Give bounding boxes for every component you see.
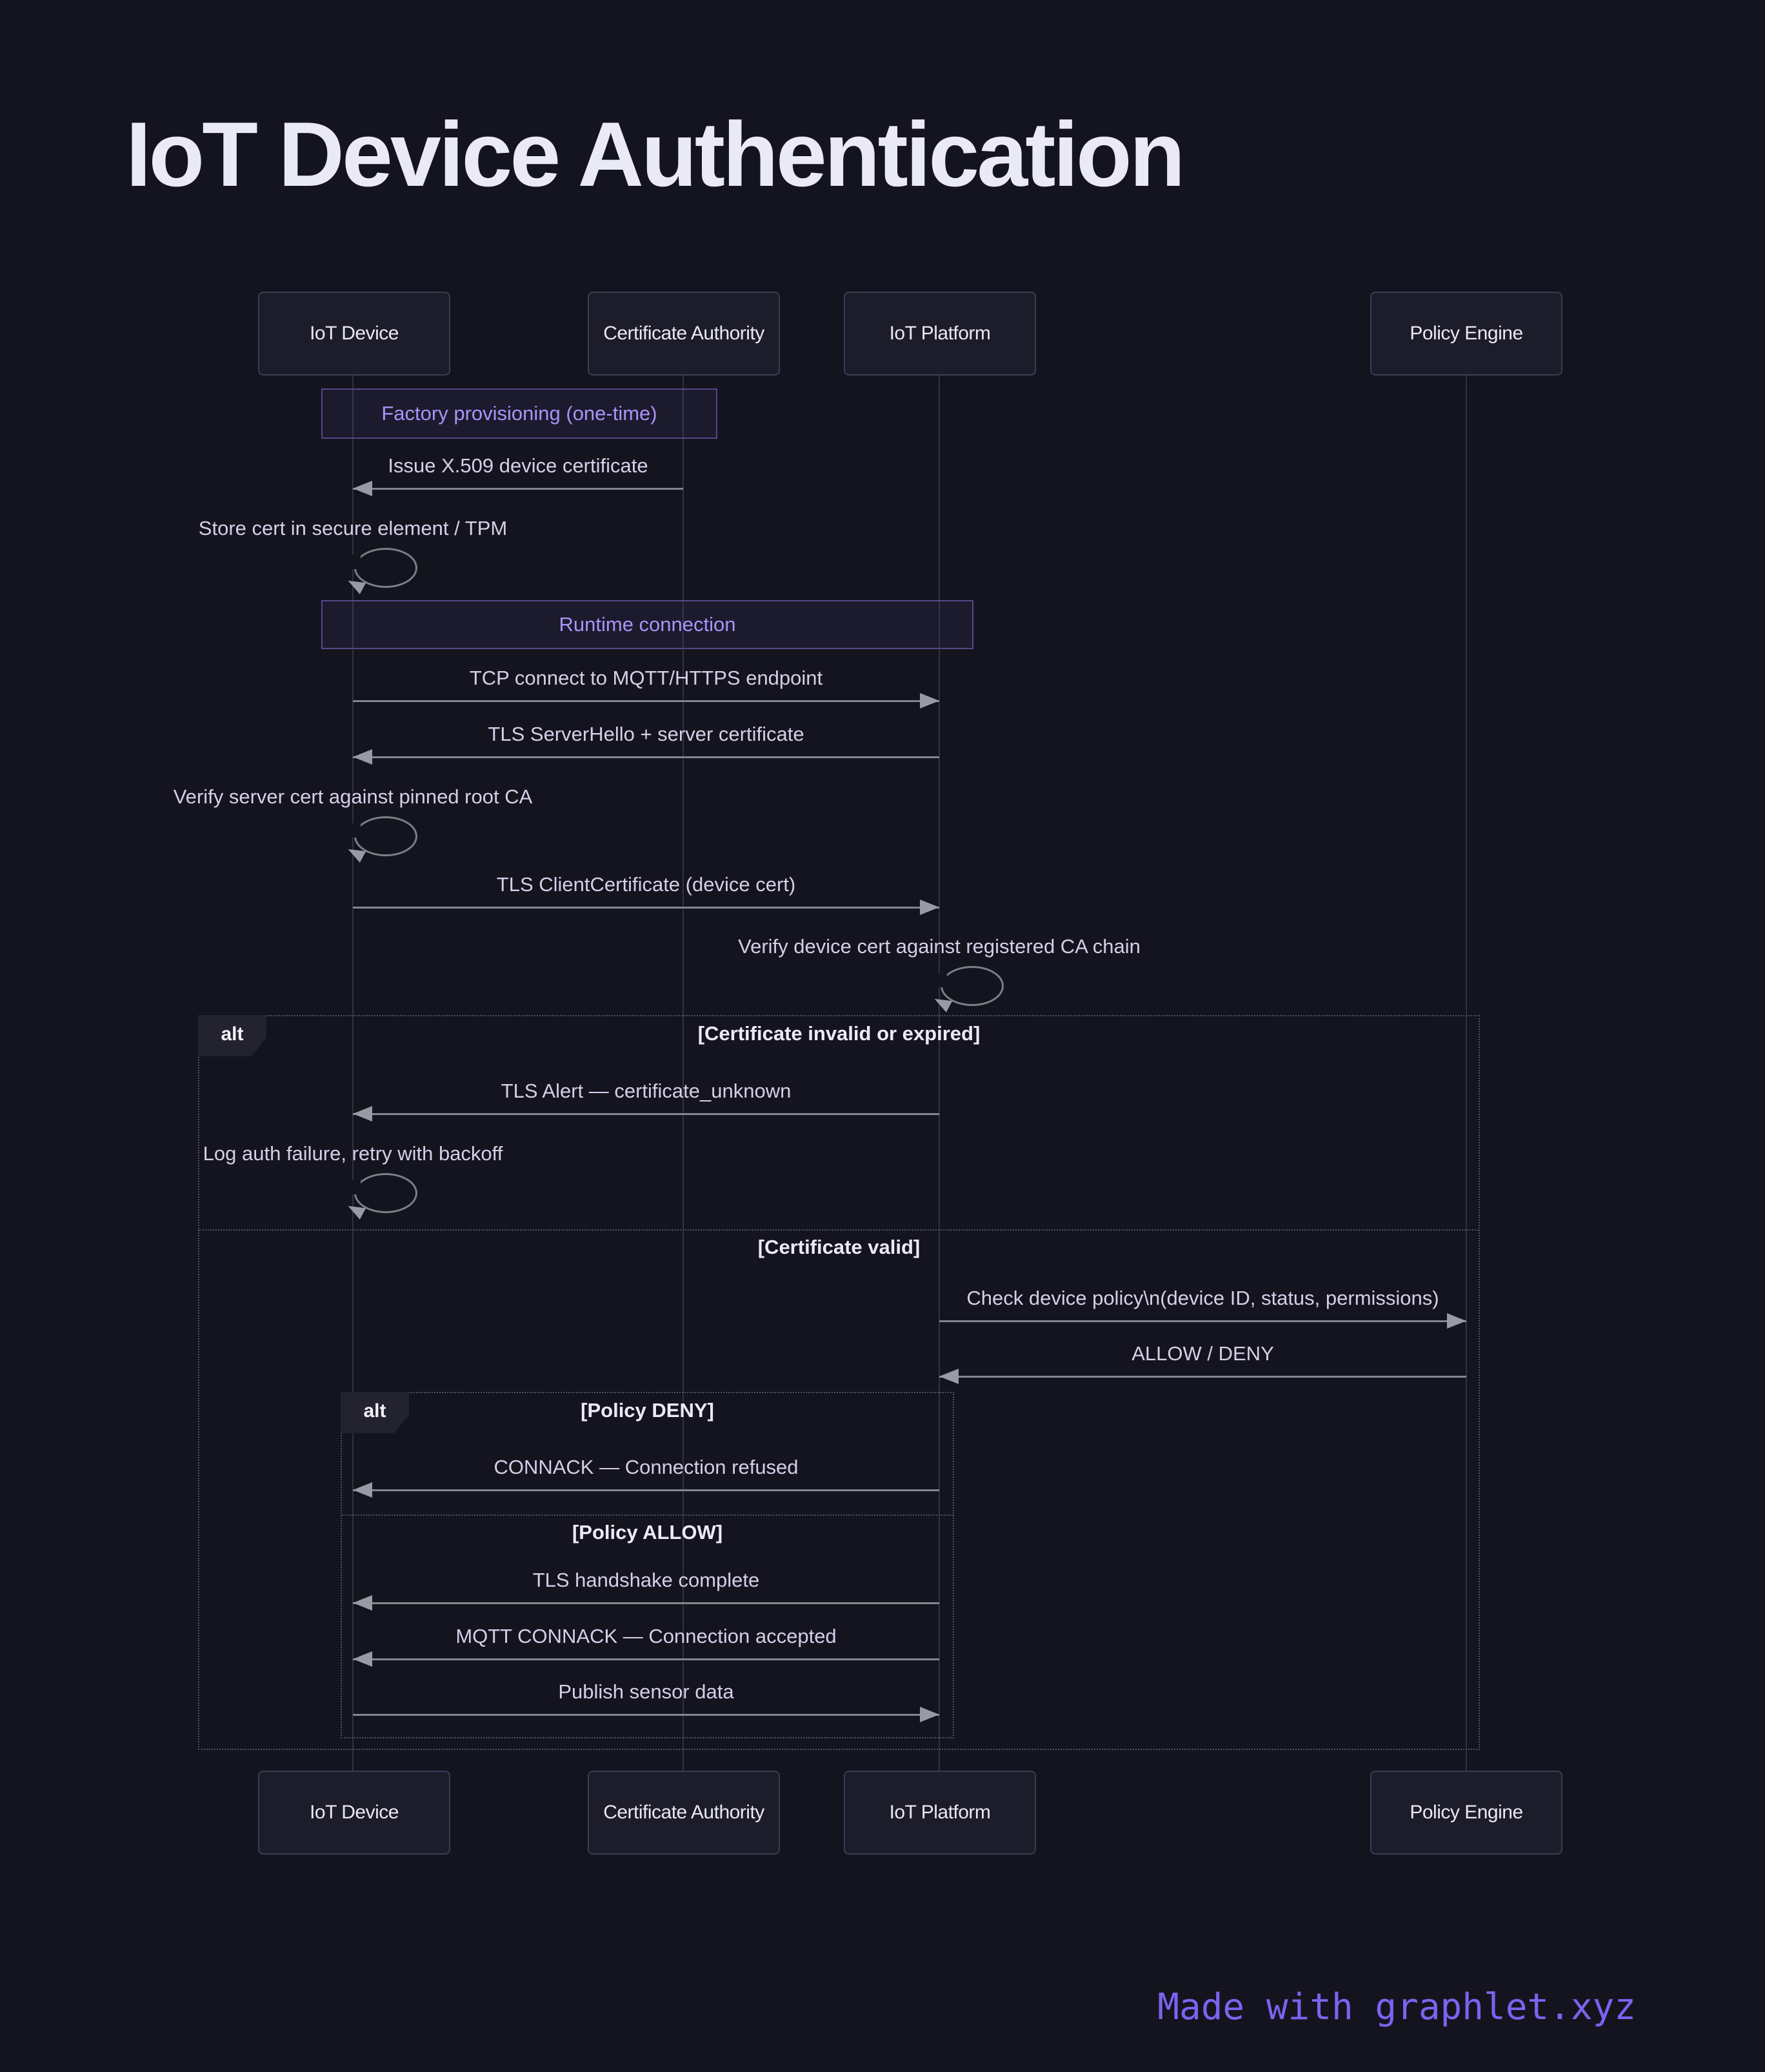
alt-divider (199, 1229, 1479, 1231)
message-issue-cert: Issue X.509 device certificate (353, 452, 683, 496)
section-factory-provisioning: Factory provisioning (one-time) (321, 388, 717, 439)
participant-iot-device-top: IoT Device (258, 292, 450, 376)
self-loop-arrow (350, 548, 417, 588)
participant-label: Certificate Authority (603, 1802, 764, 1823)
page-title: IoT Device Authentication (126, 103, 1185, 206)
lifeline-iot-device (352, 373, 354, 1771)
message-label: CONNACK — Connection refused (494, 1456, 799, 1478)
participant-label: IoT Device (310, 323, 399, 344)
self-message-verify-device: Verify device cert against registered CA… (649, 932, 1230, 1006)
message-arrow-left (353, 1651, 939, 1667)
watermark-graphlet: Made with graphlet.xyz (1157, 1986, 1636, 2028)
message-label: Issue X.509 device certificate (388, 454, 648, 477)
section-runtime-connection: Runtime connection (321, 600, 973, 649)
message-label: Log auth failure, retry with backoff (203, 1142, 503, 1165)
lifeline-certificate-authority (683, 373, 684, 1771)
message-arrow-left (353, 749, 939, 765)
alt-divider (342, 1514, 953, 1516)
participant-label: Policy Engine (1410, 1802, 1523, 1823)
message-label: MQTT CONNACK — Connection accepted (455, 1625, 837, 1647)
alt-frame-certificate: alt [Certificate invalid or expired] [Ce… (198, 1015, 1480, 1750)
message-arrow-left (353, 1595, 939, 1611)
alt-frame-policy: alt [Policy DENY] [Policy ALLOW] (341, 1392, 954, 1738)
message-arrow-right (353, 693, 939, 709)
self-loop-arrow (350, 816, 417, 856)
section-label: Factory provisioning (one-time) (381, 402, 657, 425)
message-arrow-left (939, 1369, 1466, 1384)
message-handshake-complete: TLS handshake complete (353, 1566, 939, 1611)
participant-policy-engine-top: Policy Engine (1370, 292, 1562, 376)
alt-tab: alt (198, 1015, 266, 1056)
message-arrow-right (353, 1707, 939, 1722)
self-message-log-failure: Log auth failure, retry with backoff (63, 1140, 643, 1213)
participant-label: Certificate Authority (603, 323, 764, 344)
message-check-policy: Check device policy\n(device ID, status,… (939, 1284, 1466, 1329)
message-label: Verify device cert against registered CA… (738, 935, 1141, 958)
self-loop-arrow (937, 966, 1004, 1006)
participant-policy-engine-bottom: Policy Engine (1370, 1771, 1562, 1855)
message-connack-accepted: MQTT CONNACK — Connection accepted (353, 1622, 939, 1667)
participant-iot-device-bottom: IoT Device (258, 1771, 450, 1855)
message-arrow-left (353, 1482, 939, 1498)
participant-certificate-authority-top: Certificate Authority (588, 292, 780, 376)
message-label: TLS handshake complete (532, 1569, 760, 1591)
self-message-verify-server: Verify server cert against pinned root C… (63, 783, 643, 856)
participant-label: IoT Device (310, 1802, 399, 1823)
message-arrow-left (353, 481, 683, 496)
participant-certificate-authority-bottom: Certificate Authority (588, 1771, 780, 1855)
self-loop-arrow (350, 1173, 417, 1213)
message-label: TLS ServerHello + server certificate (488, 723, 804, 745)
alt-condition-valid: [Certificate valid] (757, 1236, 921, 1258)
participant-label: IoT Platform (889, 323, 991, 344)
message-arrow-left (353, 1106, 939, 1121)
message-label: Publish sensor data (558, 1680, 734, 1703)
message-label: TCP connect to MQTT/HTTPS endpoint (469, 667, 823, 689)
message-label: Verify server cert against pinned root C… (173, 785, 533, 808)
alt-condition-deny: [Policy DENY] (581, 1399, 714, 1422)
message-client-cert: TLS ClientCertificate (device cert) (353, 870, 939, 915)
self-message-store-cert: Store cert in secure element / TPM (63, 514, 643, 588)
message-label: Check device policy\n(device ID, status,… (966, 1287, 1439, 1309)
message-arrow-right (353, 900, 939, 915)
lifeline-iot-platform (939, 373, 940, 1771)
message-arrow-right (939, 1313, 1466, 1329)
alt-condition-invalid: [Certificate invalid or expired] (697, 1022, 981, 1045)
participant-label: IoT Platform (889, 1802, 991, 1823)
message-tls-alert: TLS Alert — certificate_unknown (353, 1077, 939, 1121)
alt-condition-allow: [Policy ALLOW] (572, 1521, 723, 1544)
message-label: TLS ClientCertificate (device cert) (496, 873, 796, 896)
alt-tab: alt (341, 1392, 409, 1433)
message-label: ALLOW / DENY (1132, 1342, 1274, 1365)
message-label: Store cert in secure element / TPM (198, 517, 508, 539)
participant-label: Policy Engine (1410, 323, 1523, 344)
participant-iot-platform-bottom: IoT Platform (844, 1771, 1036, 1855)
message-publish-sensor-data: Publish sensor data (353, 1678, 939, 1722)
message-tcp-connect: TCP connect to MQTT/HTTPS endpoint (353, 664, 939, 709)
section-label: Runtime connection (559, 613, 736, 636)
lifeline-policy-engine (1466, 373, 1467, 1771)
message-allow-deny: ALLOW / DENY (939, 1340, 1466, 1384)
participant-iot-platform-top: IoT Platform (844, 292, 1036, 376)
message-label: TLS Alert — certificate_unknown (501, 1080, 792, 1102)
message-connack-refused: CONNACK — Connection refused (353, 1453, 939, 1498)
message-server-hello: TLS ServerHello + server certificate (353, 720, 939, 765)
